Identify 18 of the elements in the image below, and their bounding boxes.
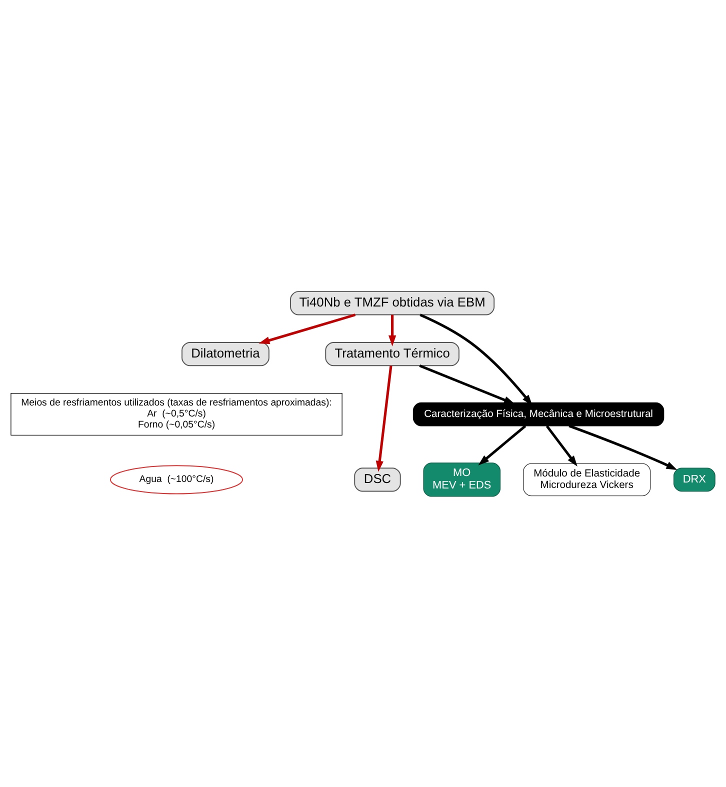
arrow — [388, 314, 396, 346]
node-box: Ti40Nb e TMZF obtidas via EBM — [290, 290, 495, 315]
node-box: Módulo de Elasticidade Microdureza Vickers — [523, 462, 651, 496]
node-box: MO MEV + EDS — [423, 462, 501, 496]
node-box: Tratamento Térmico — [325, 341, 460, 366]
arrow — [420, 313, 532, 406]
node-box: Meios de resfriamentos utilizados (taxas de resfriamentos aproximadas): Ar (~0,5°C/s) Forno (~0,05°C/s) — [10, 392, 342, 436]
arrow — [376, 365, 392, 472]
node-box: DSC — [354, 467, 401, 492]
node-box: Dilatometria — [182, 341, 270, 366]
node-ellipse: Agua (~100°C/s) — [110, 464, 244, 494]
node-box: DRX — [674, 467, 716, 492]
arrow — [419, 364, 515, 404]
arrow — [546, 424, 578, 466]
node-box: Caracterização Física, Mecânica e Microestrutural — [412, 402, 664, 426]
arrow — [258, 313, 356, 344]
arrow — [478, 424, 526, 465]
arrow — [568, 424, 678, 470]
